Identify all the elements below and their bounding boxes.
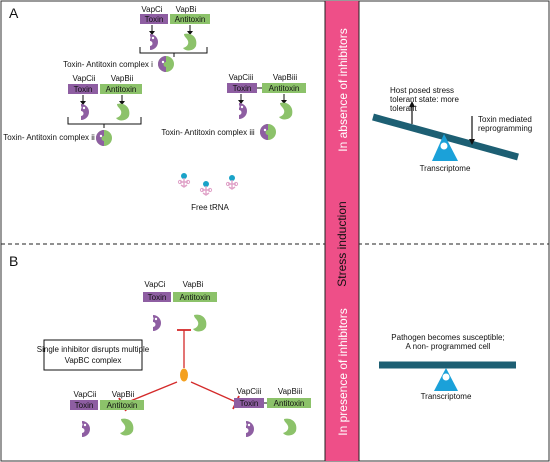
antitoxin-protein-b-i	[193, 314, 207, 332]
inhibitor-note-line2: VapBC complex	[65, 356, 122, 365]
antitoxin-gene-b-ii	[100, 400, 144, 410]
antitoxin-protein-ii	[116, 103, 130, 121]
seesaw-top	[372, 101, 519, 161]
antitoxin-gene-ii	[100, 84, 142, 94]
host-text-1: Host posed stress	[390, 86, 454, 95]
toxin-protein-b-ii	[82, 421, 90, 437]
vapbiii-label: VapBiii	[273, 73, 298, 82]
vapbi-label: VapBi	[176, 5, 197, 14]
toxin-gene-i	[140, 14, 168, 24]
vapbiii-b-label: VapBiii	[278, 387, 303, 396]
vapciii-label: VapCiii	[229, 73, 254, 82]
antitoxin-gene-i	[170, 14, 210, 24]
band-label-top: In absence of inhibitors	[336, 28, 350, 151]
operon-b-ii: VapCii VapBii Toxin Antitoxin	[70, 390, 144, 437]
toxin-gene-b-i	[143, 292, 171, 302]
antitoxin-label-i: Antitoxin	[175, 15, 206, 24]
trna-dot	[203, 181, 209, 187]
transcriptome-label-bottom: Transcriptome	[421, 392, 472, 401]
trna-dot	[181, 173, 187, 179]
antitoxin-protein-i	[183, 33, 197, 51]
vapbii-label: VapBii	[111, 74, 134, 83]
vapciii-b-label: VapCiii	[237, 387, 262, 396]
host-text-2: tolerant state: more	[390, 95, 459, 104]
operon-ii: VapCii VapBii Toxin Antitoxin	[67, 74, 142, 128]
antitoxin-label-iii: Antitoxin	[269, 84, 300, 93]
antitoxin-gene-iii	[262, 83, 306, 93]
operon-i: VapCi VapBi Toxin Antitoxin	[139, 5, 210, 57]
panel-b-label: B	[9, 253, 18, 269]
toxin-protein-ii	[81, 104, 89, 120]
inhibitor-icon	[180, 368, 188, 382]
toxin-protein-b-i	[153, 315, 161, 331]
toxin-text-1: Toxin mediated	[478, 115, 532, 124]
antitoxin-label-b-i: Antitoxin	[180, 293, 211, 302]
complex-i-icon	[158, 56, 174, 72]
vapci-b-label: VapCi	[144, 280, 165, 289]
antitoxin-label-b-iii: Antitoxin	[274, 399, 305, 408]
seesaw-bottom	[379, 361, 516, 391]
toxin-gene-b-ii	[70, 400, 98, 410]
vapbi-b-label: VapBi	[183, 280, 204, 289]
complex-iii-icon	[260, 124, 276, 140]
toxin-label-i: Toxin	[145, 15, 164, 24]
trna-dot	[229, 175, 235, 181]
free-trna-group	[177, 173, 239, 196]
antitoxin-gene-b-i	[173, 292, 217, 302]
toxin-gene-iii	[227, 83, 257, 93]
toxin-protein-i	[150, 34, 158, 50]
toxin-label-iii: Toxin	[233, 84, 252, 93]
antitoxin-label-b-ii: Antitoxin	[107, 401, 138, 410]
vapbii-b-label: VapBii	[112, 390, 135, 399]
band-label-bottom: In presence of inhibitors	[336, 308, 350, 435]
operon-b-iii: VapCiii VapBiii Toxin Antitoxin	[234, 387, 311, 437]
susceptible-text-2: A non- programmed cell	[406, 342, 491, 351]
inhibitor-note-line1: Single inhibitor disrupts multiple	[37, 345, 150, 354]
toxin-protein-b-iii	[246, 421, 254, 437]
antitoxin-protein-b-ii	[120, 418, 134, 436]
complex-ii-label: Toxin- Antitoxin complex ii	[3, 133, 95, 142]
stress-band	[325, 1, 359, 461]
complex-iii-label: Toxin- Antitoxin complex iii	[161, 128, 255, 137]
toxin-gene-b-iii	[234, 398, 264, 408]
toxin-label-b-iii: Toxin	[240, 399, 259, 408]
host-text-3: tolerant	[390, 104, 417, 113]
toxin-label-b-ii: Toxin	[75, 401, 94, 410]
complex-ii-icon	[96, 130, 112, 146]
toxin-label-b-i: Toxin	[148, 293, 167, 302]
susceptible-text-1: Pathogen becomes susceptible;	[391, 333, 504, 342]
vapci-label: VapCi	[141, 5, 162, 14]
toxin-protein-iii	[239, 103, 247, 119]
antitoxin-protein-b-iii	[283, 418, 297, 436]
vapcii-b-label: VapCii	[74, 390, 97, 399]
complex-i-label: Toxin- Antitoxin complex i	[63, 60, 153, 69]
vapcii-label: VapCii	[73, 74, 96, 83]
operon-b-i: VapCi VapBi Toxin Antitoxin	[143, 280, 217, 332]
toxin-label-ii: Toxin	[74, 85, 93, 94]
panel-a-label: A	[9, 5, 19, 21]
operon-iii: VapCiii VapBiii Toxin Antitoxin	[227, 73, 306, 120]
antitoxin-gene-b-iii	[267, 398, 311, 408]
inhibitor-note-box	[43, 339, 143, 371]
band-label-middle: Stress induction	[335, 201, 349, 286]
antitoxin-label-ii: Antitoxin	[106, 85, 137, 94]
toxin-gene-ii	[68, 84, 98, 94]
transcriptome-label-top: Transcriptome	[420, 164, 471, 173]
free-trna-label: Free tRNA	[191, 203, 229, 212]
toxin-text-2: reprogramming	[478, 124, 532, 133]
antitoxin-protein-iii	[279, 102, 293, 120]
